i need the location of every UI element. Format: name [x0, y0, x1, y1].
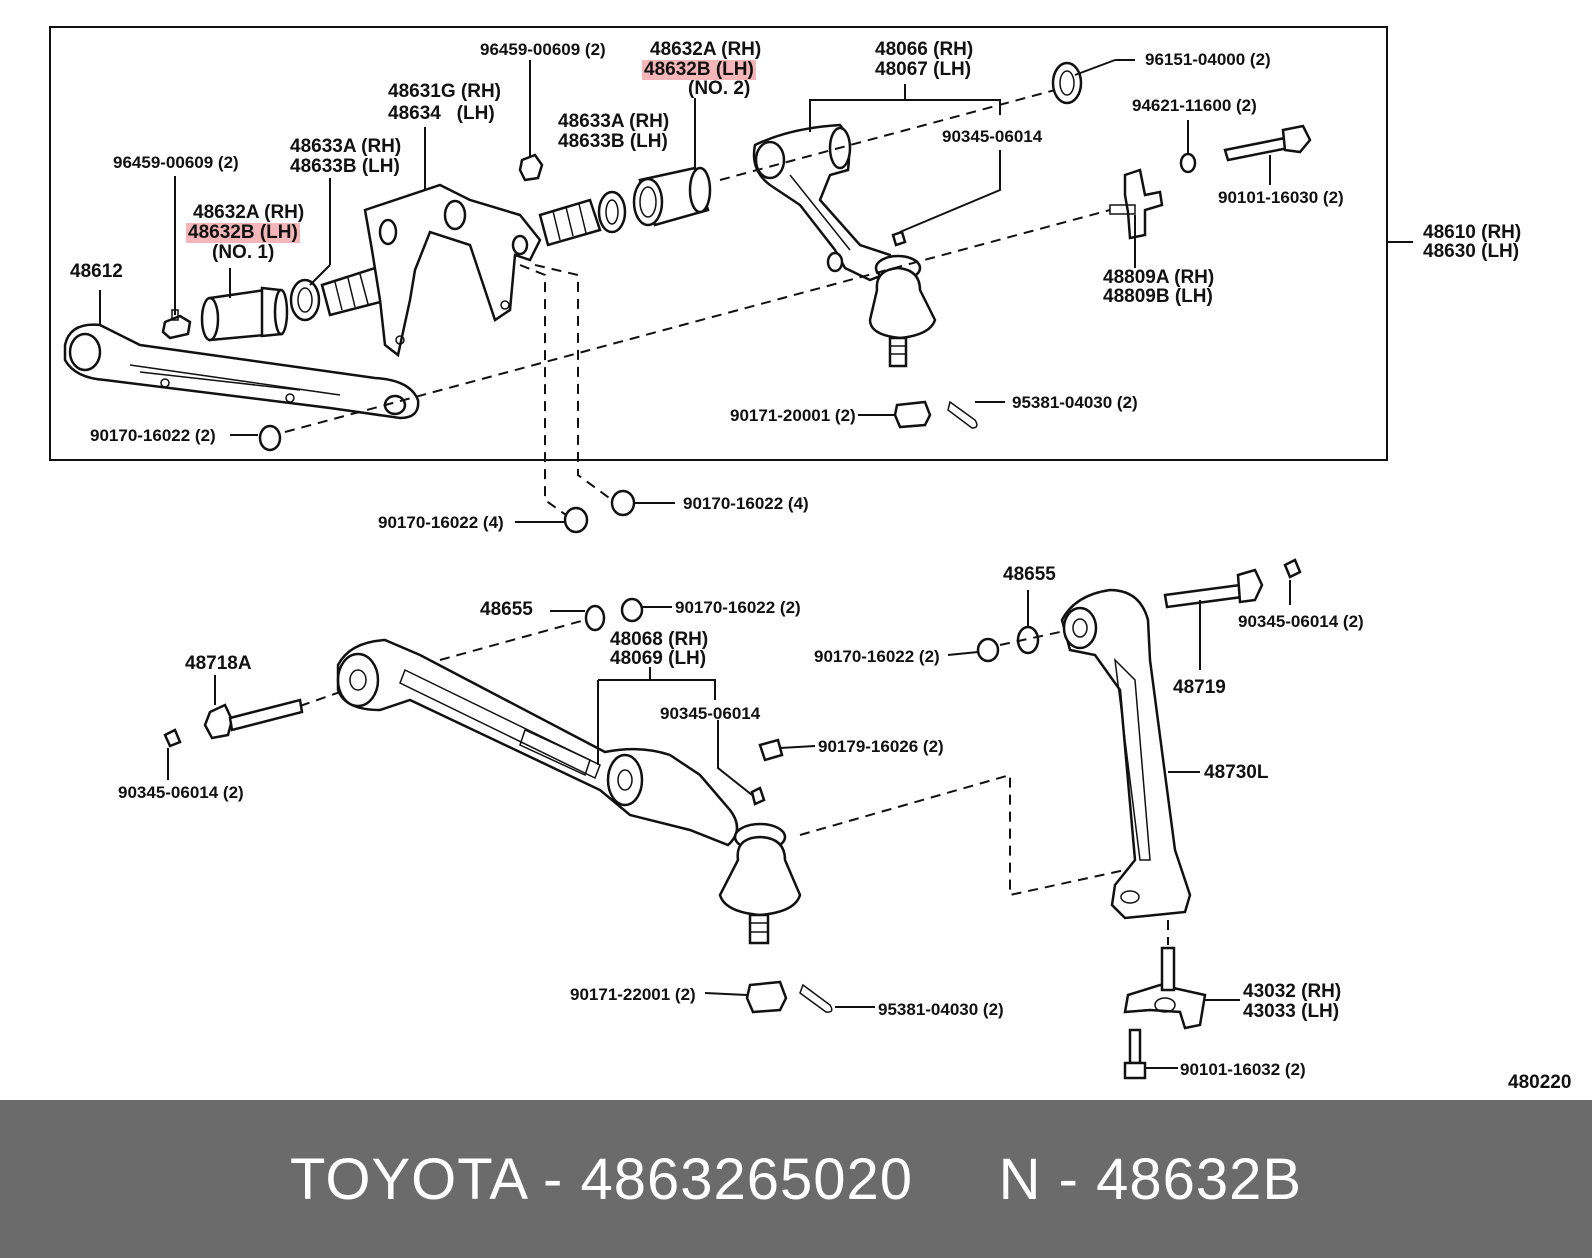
- sleeve-48633-right: [597, 190, 627, 234]
- caption-part-number: 4863265020: [580, 1146, 914, 1212]
- diagram-id: 480220: [1508, 1072, 1572, 1093]
- bracket-48631g: [363, 183, 542, 358]
- nut-90170-right: [976, 637, 1000, 663]
- bolt-90345-right: [1283, 558, 1302, 579]
- label-48069: 48069 (LH): [610, 648, 707, 669]
- label-90170-inside: 90170-16022 (2): [90, 426, 216, 445]
- label-48633a-right: 48633A (RH): [558, 111, 670, 132]
- lower-arm-48068: [336, 638, 739, 847]
- label-90179: 90179-16026 (2): [818, 737, 944, 756]
- label-90170-lower-a: 90170-16022 (4): [378, 513, 504, 532]
- label-48718a: 48718A: [185, 653, 252, 674]
- label-90345-right: 90345-06014 (2): [1238, 612, 1364, 631]
- label-48633a-left: 48633A (RH): [290, 136, 402, 157]
- label-48632b-no2: 48632B (LH): [642, 59, 756, 80]
- nut-90170-lower-a: [563, 506, 589, 534]
- label-94621: 94621-11600 (2): [1132, 96, 1257, 115]
- bolt-90345-lower: [750, 786, 766, 806]
- caption-brand: TOYOTA: [289, 1146, 526, 1212]
- nut-90170-inside: [258, 424, 282, 452]
- label-48610: 48610 (RH): [1423, 222, 1522, 243]
- label-48809a: 48809A (RH): [1103, 267, 1215, 288]
- label-48632a-no1: 48632A (RH): [193, 202, 305, 223]
- label-48634: 48634 (LH): [388, 103, 495, 124]
- label-48655-left: 48655: [480, 599, 533, 620]
- label-90171-upper: 90171-20001 (2): [730, 406, 856, 425]
- caption-sep-2: -: [1058, 1146, 1079, 1212]
- label-90170-right: 90170-16022 (2): [814, 647, 940, 666]
- caption-ref-prefix: N: [998, 1146, 1042, 1212]
- cotter-pin-upper: [947, 400, 978, 429]
- bolt-48718a: [203, 698, 304, 740]
- label-48067: 48067 (LH): [875, 59, 972, 80]
- bolt-48719: [1163, 568, 1264, 609]
- nut-90170-lower-b: [610, 489, 636, 517]
- label-96459-top: 96459-00609 (2): [480, 40, 606, 59]
- bolt-90345-left: [163, 728, 182, 748]
- bolt-90101-16032: [1123, 1028, 1147, 1080]
- label-90101-16030: 90101-16030 (2): [1218, 188, 1344, 207]
- bushing-no1: [200, 286, 289, 342]
- label-48719: 48719: [1173, 677, 1226, 698]
- castle-nut-upper: [893, 400, 932, 429]
- label-48068: 48068 (RH): [610, 629, 709, 650]
- label-96459-left: 96459-00609 (2): [113, 153, 239, 172]
- label-90345-upper: 90345-06014: [942, 127, 1043, 146]
- label-no2: (NO. 2): [688, 78, 751, 99]
- upper-control-arm-48066: [752, 123, 897, 282]
- nut-90179: [758, 738, 784, 762]
- label-96151: 96151-04000 (2): [1145, 50, 1271, 69]
- upper-arm-group-frame: [49, 26, 1388, 461]
- label-43032: 43032 (RH): [1243, 981, 1342, 1002]
- label-48066: 48066 (RH): [875, 39, 974, 60]
- label-48655-right: 48655: [1003, 564, 1056, 585]
- label-90101-16032: 90101-16032 (2): [1180, 1060, 1306, 1079]
- label-95381-upper: 95381-04030 (2): [1012, 393, 1138, 412]
- washer-94621: [1179, 152, 1197, 174]
- bolt-96459-left: [161, 309, 192, 340]
- label-48632b-no1: 48632B (LH): [186, 222, 300, 243]
- lower-control-arm-48612: [63, 323, 420, 420]
- label-48612: 48612: [70, 261, 123, 282]
- label-90171-lower: 90171-22001 (2): [570, 985, 696, 1004]
- knuckle-43032: [1123, 946, 1207, 1030]
- label-90345-left: 90345-06014 (2): [118, 783, 244, 802]
- dust-boot-right: [538, 198, 602, 247]
- label-48809b: 48809B (LH): [1103, 286, 1213, 307]
- caption-ref-code: 48632B: [1096, 1146, 1303, 1212]
- bolt-96459-top: [518, 153, 544, 182]
- label-48630: 48630 (LH): [1423, 241, 1520, 262]
- bolt-90101-16030: [1223, 124, 1312, 162]
- ball-joint-lower: [718, 822, 802, 945]
- nut-90170-top: [620, 597, 644, 623]
- label-48633b-left: 48633B (LH): [290, 156, 400, 177]
- sleeve-48633-left: [289, 278, 321, 322]
- label-48730l: 48730L: [1204, 762, 1269, 783]
- caption-sep-1: -: [542, 1146, 564, 1212]
- label-90345-lower: 90345-06014: [660, 704, 761, 723]
- cotter-pin-lower: [799, 983, 833, 1013]
- parts-diagram: 96459-00609 (2) 48632A (RH) 48632B (LH) …: [49, 26, 1572, 1093]
- seal-ring-96151: [1051, 61, 1083, 105]
- label-48631g: 48631G (RH): [388, 81, 501, 102]
- caption-bar: TOYOTA - 4863265020 N - 48632B: [0, 1100, 1592, 1258]
- label-48633b-right: 48633B (LH): [558, 131, 668, 152]
- castle-nut-lower: [745, 980, 788, 1014]
- label-no1: (NO. 1): [212, 242, 275, 263]
- label-95381-lower: 95381-04030 (2): [878, 1000, 1004, 1019]
- washer-48655-left: [584, 604, 606, 632]
- label-90170-top: 90170-16022 (2): [675, 598, 801, 617]
- caption-text: TOYOTA - 4863265020 N - 48632B: [290, 1146, 1302, 1213]
- bushing-no2: [632, 166, 712, 227]
- label-90170-lower-b: 90170-16022 (4): [683, 494, 809, 513]
- bolt-90345-upper: [891, 230, 907, 247]
- label-43033: 43033 (LH): [1243, 1001, 1340, 1022]
- diagram-drawing: [49, 26, 1413, 1080]
- label-48632a-no2: 48632A (RH): [650, 39, 762, 60]
- ball-joint-upper: [868, 254, 937, 368]
